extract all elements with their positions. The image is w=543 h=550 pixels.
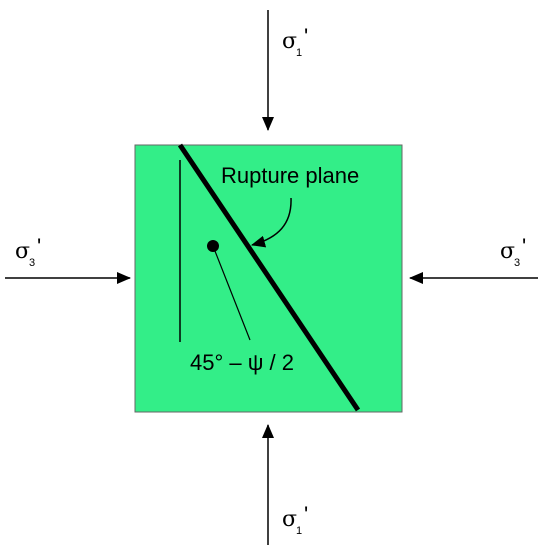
svg-text:': ' xyxy=(37,234,41,259)
rupture-plane-line xyxy=(177,143,361,412)
svg-text:': ' xyxy=(522,234,526,259)
rupture-plane-label: Rupture plane xyxy=(221,163,359,188)
svg-text:σ: σ xyxy=(15,239,30,264)
svg-text:3: 3 xyxy=(29,257,35,269)
angle-leader-line xyxy=(212,245,251,341)
svg-text:3: 3 xyxy=(514,257,520,269)
sigma1-top-label: σ 1 ' xyxy=(282,24,308,59)
svg-text:1: 1 xyxy=(296,525,302,537)
failure-angle-label: 45° – ψ / 2 xyxy=(190,350,294,375)
sigma3-left-label: σ 3 ' xyxy=(15,234,41,269)
sigma3-right-label: σ 3 ' xyxy=(500,234,526,269)
svg-text:': ' xyxy=(304,24,308,49)
svg-text:1: 1 xyxy=(296,47,302,59)
sigma1-bottom-label: σ 1 ' xyxy=(282,502,308,537)
svg-text:σ: σ xyxy=(500,239,515,264)
rupture-plane-leader xyxy=(251,197,292,248)
svg-text:σ: σ xyxy=(282,507,297,532)
svg-text:σ: σ xyxy=(282,29,297,54)
svg-text:': ' xyxy=(304,502,308,527)
